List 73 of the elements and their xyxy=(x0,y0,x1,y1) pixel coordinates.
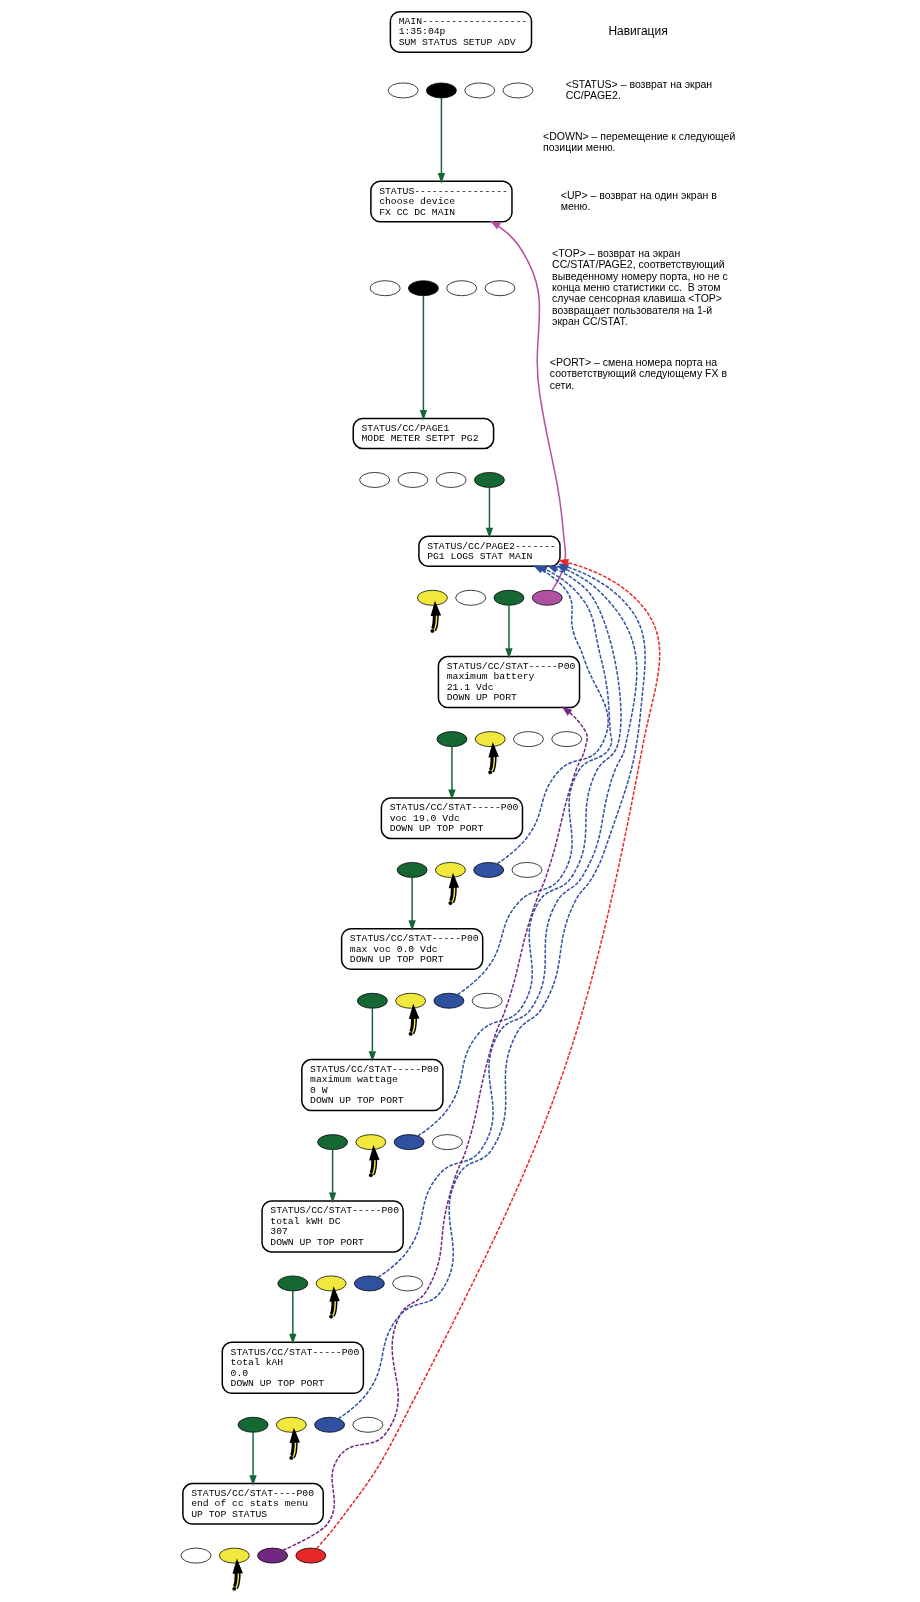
node-ellipse xyxy=(295,1547,327,1564)
node-ellipse xyxy=(395,992,427,1009)
arrow xyxy=(328,1148,337,1204)
node-ellipse xyxy=(435,472,467,488)
arrow xyxy=(419,295,428,421)
node-box: MAIN------------------ 1:35:04p SUM STATUS SETUP ADV xyxy=(389,10,533,53)
node-box: STATUS/CC/STAT-----P00 voc 19.0 Vdc DOWN UP TOP PORT xyxy=(380,797,524,840)
node-ellipse xyxy=(464,82,496,99)
node-ellipse xyxy=(359,472,390,488)
node-ellipse xyxy=(513,731,544,747)
node-ellipse xyxy=(369,280,401,297)
arrow xyxy=(368,1007,377,1062)
node-ellipse xyxy=(473,862,505,878)
node-ellipse xyxy=(531,589,563,606)
node-ellipse xyxy=(396,862,428,878)
node-ellipse xyxy=(277,1275,309,1292)
label: <STATUS> – возврат на экран CC/PAGE2. xyxy=(565,77,713,101)
arrow xyxy=(315,559,661,1550)
arrow xyxy=(289,1290,297,1345)
node-ellipse xyxy=(257,1547,288,1564)
arrow xyxy=(505,604,513,659)
label: Навигация xyxy=(608,23,668,38)
node-ellipse xyxy=(408,280,439,297)
node-box: STATUS/CC/STAT----P00 end of cc stats menu UP TOP STATUS xyxy=(182,1482,324,1525)
node-ellipse xyxy=(511,862,543,878)
arrow xyxy=(448,746,456,801)
node-ellipse xyxy=(551,731,583,747)
arrow xyxy=(408,876,416,931)
node-ellipse xyxy=(387,82,419,99)
node-box: STATUS---------------- choose device FX CC DC MAIN xyxy=(370,180,513,223)
node-ellipse xyxy=(357,992,388,1009)
node-ellipse xyxy=(433,992,465,1009)
node-ellipse xyxy=(354,1275,385,1292)
node-ellipse xyxy=(502,82,534,99)
label: <PORT> – смена номера порта на соответствующий следующему FX в сети. xyxy=(549,356,727,391)
node-ellipse xyxy=(392,1275,424,1292)
node-ellipse xyxy=(455,589,487,606)
arrow xyxy=(485,486,494,539)
node-ellipse xyxy=(317,1134,348,1150)
node-ellipse xyxy=(471,992,503,1009)
node-ellipse xyxy=(417,589,448,606)
label: <UP> – возврат на один экран в меню. xyxy=(560,188,717,212)
node-box: STATUS/CC/STAT-----P00 maximum wattage 0 W DOWN UP TOP PORT xyxy=(301,1058,444,1112)
node-ellipse xyxy=(426,82,457,99)
node-ellipse xyxy=(237,1416,269,1433)
label: <TOP> – возврат на экран CC/STAT/PAGE2, соответствующий выведенному номеру порта, но не с конца меню статистики cc. В этом случае сенсорная клавиша <TOP> возвращает пользователя на 1-й экран CC/STAT. xyxy=(552,247,728,327)
node-ellipse xyxy=(352,1416,384,1433)
label: <DOWN> – перемещение к следующей позиции меню. xyxy=(543,130,736,154)
arrow xyxy=(437,97,446,184)
node-ellipse xyxy=(446,280,478,297)
node-ellipse xyxy=(315,1275,347,1292)
node-ellipse xyxy=(493,589,525,606)
node-ellipse xyxy=(435,862,466,878)
node-ellipse xyxy=(432,1134,463,1150)
node-ellipse xyxy=(314,1416,345,1433)
node-ellipse xyxy=(355,1134,387,1150)
arrow xyxy=(249,1431,257,1486)
node-ellipse xyxy=(436,731,468,747)
arrow xyxy=(282,706,588,1551)
node-ellipse xyxy=(180,1547,212,1564)
node-ellipse xyxy=(474,472,505,488)
node-box: STATUS/CC/STAT-----P00 max voc 0.0 Vdc DOWN UP TOP PORT xyxy=(340,927,484,970)
node-box: STATUS/CC/PAGE1 MODE METER SETPT PG2 xyxy=(352,417,495,450)
node-box: STATUS/CC/STAT-----P00 total kAH 0.0 DOWN UP TOP PORT xyxy=(221,1341,365,1394)
node-box: STATUS/CC/STAT-----P00 maximum battery 21.1 Vdc DOWN UP PORT xyxy=(437,655,581,709)
node-ellipse xyxy=(393,1134,425,1150)
node-box: STATUS/CC/STAT-----P00 total kWH DC 307 DOWN UP TOP PORT xyxy=(261,1200,404,1253)
node-ellipse xyxy=(218,1547,250,1564)
node-ellipse xyxy=(275,1416,307,1433)
node-ellipse xyxy=(397,472,429,488)
node-ellipse xyxy=(474,731,506,747)
node-ellipse xyxy=(484,280,516,297)
node-box: STATUS/CC/PAGE2------- PG1 LOGS STAT MAIN xyxy=(418,535,561,567)
